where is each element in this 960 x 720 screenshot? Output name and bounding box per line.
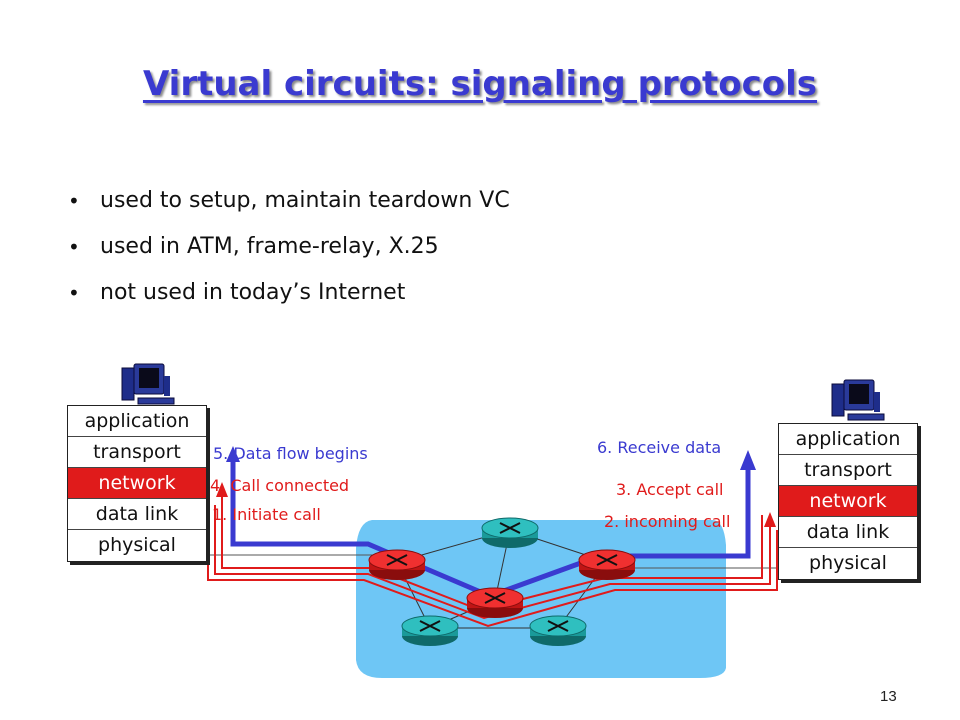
- slide-title: Virtual circuits: signaling protocols: [142, 64, 818, 104]
- layer-application: application: [68, 406, 206, 437]
- arrow-up-icon: [764, 512, 776, 527]
- computer-icon: [831, 379, 885, 421]
- arrow-up-icon: [216, 482, 228, 497]
- layer-network: network: [779, 486, 917, 517]
- left-host-protocol-stack: application transport network data link …: [67, 405, 207, 562]
- router-icon: [529, 615, 587, 646]
- bullet-list: used to setup, maintain teardown VC used…: [68, 178, 510, 316]
- network-cloud: [356, 520, 726, 678]
- label-receive-data: 6. Receive data: [597, 438, 722, 457]
- right-host-protocol-stack: application transport network data link …: [778, 423, 918, 580]
- arrow-up-icon: [740, 450, 756, 470]
- page-number: 13: [880, 688, 897, 705]
- computer-icon: [121, 363, 175, 405]
- arrow-up-icon: [226, 446, 240, 462]
- router-icon: [481, 517, 539, 548]
- label-accept-call: 3. Accept call: [616, 480, 724, 499]
- label-initiate-call: 1. Initiate call: [212, 505, 321, 524]
- layer-data-link: data link: [68, 499, 206, 530]
- label-call-connected: 4. Call connected: [210, 476, 350, 495]
- label-data-flow-begins: 5. Data flow begins: [213, 444, 368, 463]
- layer-network: network: [68, 468, 206, 499]
- bullet-item: not used in today’s Internet: [68, 270, 510, 316]
- layer-physical: physical: [809, 552, 887, 574]
- layer-transport: transport: [779, 455, 917, 486]
- layer-data-link: data link: [779, 517, 917, 548]
- router-icon: [466, 587, 524, 618]
- layer-physical: physical: [98, 534, 176, 556]
- layer-transport: transport: [68, 437, 206, 468]
- label-incoming-call: 2. incoming call: [604, 512, 731, 531]
- router-icon: [401, 615, 459, 646]
- bullet-item: used to setup, maintain teardown VC: [68, 178, 510, 224]
- router-icon: [578, 549, 636, 580]
- layer-application: application: [779, 424, 917, 455]
- router-icon: [368, 549, 426, 580]
- bullet-item: used in ATM, frame-relay, X.25: [68, 224, 510, 270]
